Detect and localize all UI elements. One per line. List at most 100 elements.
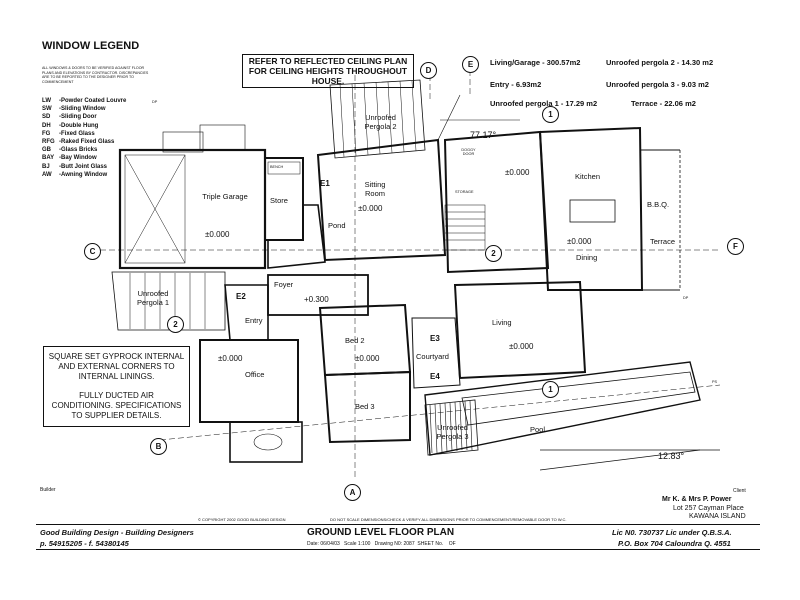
grid-lines <box>100 70 721 480</box>
angle-bottom: 12.83° <box>658 451 685 461</box>
pergola-1-outline <box>111 271 226 331</box>
legend-item: BJ-Butt Joint Glass <box>42 163 108 170</box>
kitchen-walls <box>443 130 550 274</box>
room-terrace: Terrace <box>650 237 676 246</box>
legend-item: SD-Sliding Door <box>42 114 97 121</box>
label-bench: BENCH <box>270 165 284 169</box>
room-bed-3: Bed 3 <box>355 402 375 411</box>
room-kitchen: Kitchen <box>575 172 601 181</box>
ceiling-note: REFER TO REFLECTED CEILING PLAN FOR CEIL… <box>242 54 414 88</box>
pool-outline <box>424 361 701 456</box>
room-triple-garage: Triple Garage <box>202 192 248 201</box>
bed-3-walls <box>323 370 411 444</box>
section-marker-c: C <box>84 243 101 260</box>
entry-walls <box>224 284 269 341</box>
downpipe-label: DP <box>152 100 158 104</box>
area-living-garage: Living/Garage - 300.57m2 <box>490 58 581 67</box>
legend-item: SW-Sliding Window <box>42 106 106 113</box>
builder-label: Builder <box>40 487 56 493</box>
courtyard-outline <box>411 317 461 389</box>
room-pool: Pool <box>530 425 546 434</box>
downpipe-label: DP <box>683 296 689 300</box>
legend-item: RFG-Raked Fixed Glass <box>42 139 115 146</box>
room-pond: Pond <box>328 221 346 230</box>
office-walls <box>199 339 299 423</box>
level-kitchen: ±0.000 <box>505 168 530 177</box>
legend-note: ALL WINDOWS & DOORS TO BE VERIFIED AGAIN… <box>42 66 149 84</box>
angle-top: 77.17° <box>470 130 497 140</box>
label-storage: STORAGE <box>455 190 474 194</box>
title-block-bottom-rule <box>36 549 760 550</box>
grid-marker-2: 2 <box>485 245 502 262</box>
kitchen-island <box>569 199 616 223</box>
area-pergola-1: Unroofed pergola 1 - 17.29 m2 <box>490 99 598 108</box>
drawing-number: Drawing N0: 2087 <box>374 541 415 547</box>
level-sitting: ±0.000 <box>358 204 383 213</box>
pond-outline <box>267 204 326 269</box>
dining-walls <box>538 126 644 291</box>
label-doggy-door: DOGGY DOOR <box>461 148 476 157</box>
sheet-number: SHEET No. <box>417 541 444 547</box>
copyright: © COPYRIGHT 2002 GOOD BUILDING DESIGN <box>198 517 286 522</box>
legend-item: AW-Awning Window <box>42 171 108 178</box>
room-courtyard: Courtyard <box>416 352 449 361</box>
drawing-meta: Date: 06/04/03 Scale 1:100 Drawing N0: 2… <box>307 541 456 547</box>
area-pergola-3: Unroofed pergola 3 - 9.03 m2 <box>606 80 709 89</box>
legend-title: WINDOW LEGEND <box>42 40 140 52</box>
pool-skimmer-label: PS <box>712 380 718 384</box>
area-terrace: Terrace - 22.06 m2 <box>631 99 696 108</box>
room-living: Living <box>492 318 512 327</box>
client-address-1: Lot 257 Cayman Place <box>673 505 744 512</box>
firm-name: Good Building Design - Building Designer… <box>40 528 194 537</box>
phone-fax: p. 54915205 - f. 54380145 <box>40 539 129 548</box>
grid-marker-2-left: 2 <box>167 316 184 333</box>
label-pergola-1: Unroofed Pergola 1 <box>136 289 170 307</box>
elevation-e2: E2 <box>236 292 246 301</box>
drawing-title: GROUND LEVEL FLOOR PLAN <box>307 527 455 538</box>
pergola-2-outline <box>329 79 426 159</box>
legend-item: GB-Glass Bricks <box>42 147 98 154</box>
drawing-date: Date: 06/04/03 <box>307 541 340 547</box>
label-pergola-3: Unroofed Pergola 3 <box>436 423 469 441</box>
sitting-room-walls <box>316 138 447 262</box>
label-pergola-2: Unroofed Pergola 2 <box>364 113 397 131</box>
room-entry: Entry <box>245 316 263 325</box>
room-office: Office <box>245 370 265 379</box>
bath-walls <box>229 421 303 463</box>
pergola-3-outline <box>424 399 479 456</box>
level-office: ±0.000 <box>218 354 243 363</box>
scale-note: DO NOT SCALE DIMENSIONS/CHECK & VERIFY A… <box>330 517 567 522</box>
garage-walls <box>118 148 267 270</box>
elevation-e3: E3 <box>430 334 440 343</box>
gyprock-note: SQUARE SET GYPROCK INTERNAL AND EXTERNAL… <box>48 352 185 381</box>
area-pergola-2: Unroofed pergola 2 - 14.30 m2 <box>606 58 714 67</box>
level-foyer: +0.300 <box>304 295 329 304</box>
area-entry: Entry - 6.93m2 <box>490 80 542 89</box>
licence: Lic N0. 730737 Lic under Q.B.S.A. <box>612 528 732 537</box>
title-block-top-rule <box>36 524 760 525</box>
section-marker-b: B <box>150 438 167 455</box>
grid-marker-1-bottom: 1 <box>542 381 559 398</box>
elevation-e1: E1 <box>320 179 330 188</box>
level-living: ±0.000 <box>509 342 534 351</box>
room-foyer: Foyer <box>274 280 294 289</box>
room-bed-2: Bed 2 <box>345 336 365 345</box>
client-label: Client <box>733 488 746 494</box>
level-bed-2: ±0.000 <box>355 354 380 363</box>
legend-item: DH-Double Hung <box>42 122 99 129</box>
sheet-of: OF <box>448 541 456 547</box>
client-address-2: KAWANA ISLAND <box>689 513 746 520</box>
construction-notes: SQUARE SET GYPROCK INTERNAL AND EXTERNAL… <box>43 346 190 427</box>
client-name: Mr K. & Mrs P. Power <box>662 496 732 503</box>
room-store: Store <box>270 196 288 205</box>
level-garage: ±0.000 <box>205 230 230 239</box>
living-walls <box>453 280 587 380</box>
window-legend-list: LW-Powder Coated Louvre SW-Sliding Windo… <box>42 97 126 179</box>
room-dining: Dining <box>576 253 598 262</box>
grid-marker-1-top: 1 <box>542 106 559 123</box>
legend-item: FG-Fixed Glass <box>42 130 95 137</box>
section-marker-e: E <box>462 56 479 73</box>
level-dining: ±0.000 <box>567 237 592 246</box>
legend-item: LW-Powder Coated Louvre <box>42 98 127 104</box>
